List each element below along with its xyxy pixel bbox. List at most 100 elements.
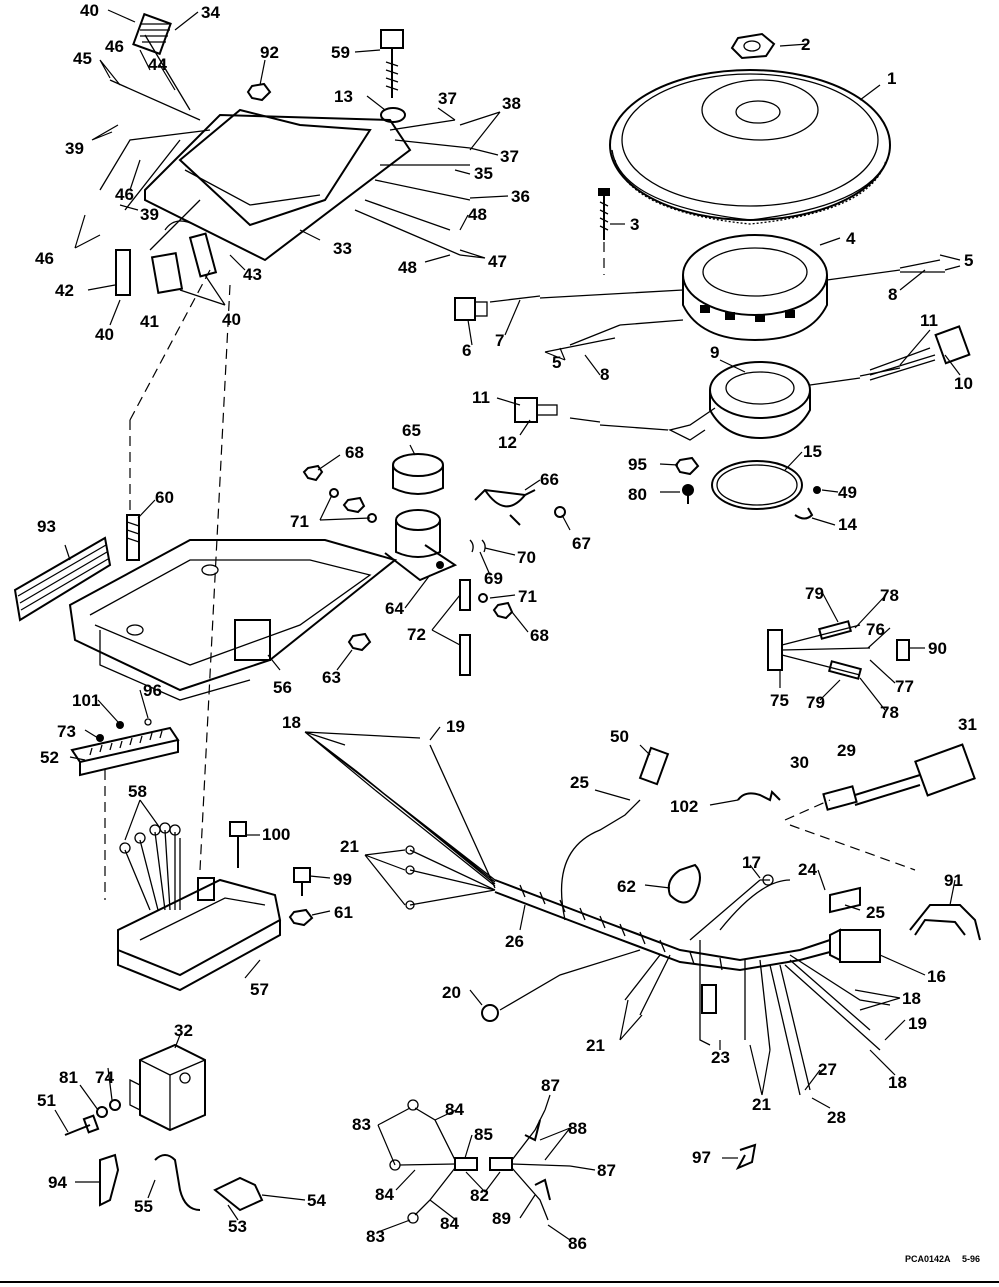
callout: 101 — [72, 691, 100, 710]
callout: 31 — [958, 715, 977, 734]
callout: 86 — [568, 1234, 587, 1253]
callout: 48 — [468, 205, 487, 224]
callout: 95 — [628, 455, 647, 474]
callout: 24 — [798, 860, 817, 879]
callout: 11 — [920, 311, 938, 330]
callout: 78 — [880, 586, 899, 605]
callout: 39 — [140, 205, 159, 224]
callout: 5 — [552, 353, 561, 372]
callout: 39 — [65, 139, 84, 158]
switch-box — [99, 34, 471, 262]
callout: 76 — [866, 620, 885, 639]
callout: 80 — [628, 485, 647, 504]
callout: 27 — [818, 1060, 837, 1079]
callout: 84 — [440, 1214, 459, 1233]
clip — [735, 1143, 757, 1171]
callout: 1 — [887, 69, 896, 88]
flywheel — [609, 69, 891, 225]
retaining-ring — [711, 460, 803, 510]
timer-base — [569, 361, 901, 441]
jumper-harness — [389, 1099, 571, 1224]
callout: 28 — [827, 1108, 846, 1127]
alignment-line — [199, 284, 231, 871]
harness-bracket — [909, 904, 981, 941]
nut — [246, 82, 272, 102]
callout: 37 — [438, 89, 457, 108]
callout: 64 — [385, 599, 404, 618]
callout: 96 — [143, 681, 162, 700]
callout: 102 — [670, 797, 698, 816]
wire-clip — [737, 790, 781, 802]
callout: 17 — [742, 853, 761, 872]
callout: 2 — [801, 35, 810, 54]
callout: 87 — [541, 1076, 560, 1095]
connector-housing — [767, 620, 910, 680]
callout: 19 — [908, 1014, 927, 1033]
callout: 25 — [570, 773, 589, 792]
callout: 89 — [492, 1209, 511, 1228]
callout: 38 — [502, 94, 521, 113]
callout: 77 — [895, 677, 914, 696]
callout: 23 — [711, 1048, 730, 1067]
callout: 60 — [155, 488, 174, 507]
callout: 52 — [40, 748, 59, 767]
callout: 48 — [398, 258, 417, 277]
callout: 68 — [345, 443, 364, 462]
spark-plug-boot — [132, 12, 172, 56]
callout: 5 — [964, 251, 973, 270]
callout: 43 — [243, 265, 262, 284]
timer-plug — [514, 397, 558, 423]
callout: 42 — [55, 281, 74, 300]
coil-accessories — [99, 1153, 264, 1212]
stator-screw — [598, 188, 610, 275]
callout: 81 — [59, 1068, 78, 1087]
callout: 71 — [290, 512, 309, 531]
callout: 82 — [470, 1186, 489, 1205]
callout: 99 — [333, 870, 352, 889]
callout: 79 — [806, 693, 825, 712]
starter-solenoid — [384, 509, 458, 582]
callout: 97 — [692, 1148, 711, 1167]
callout: 58 — [128, 782, 147, 801]
callout: 21 — [586, 1036, 605, 1055]
callout: 69 — [484, 569, 503, 588]
callout: 59 — [331, 43, 350, 62]
stud — [126, 514, 140, 561]
callout: 83 — [366, 1227, 385, 1246]
callout: 94 — [48, 1173, 67, 1192]
callout: 40 — [222, 310, 241, 329]
callout: 71 — [518, 587, 537, 606]
callout: 26 — [505, 932, 524, 951]
flywheel-nut — [730, 32, 776, 60]
callout: 29 — [837, 741, 856, 760]
figure-date: 5-96 — [962, 1254, 980, 1264]
callout: 35 — [474, 164, 493, 183]
harness-connector — [638, 746, 670, 786]
callout: 37 — [500, 147, 519, 166]
callout: 32 — [174, 1021, 193, 1040]
callout: 57 — [250, 980, 269, 999]
callout: 46 — [115, 185, 134, 204]
power-pack — [117, 822, 282, 992]
callout: 9 — [710, 343, 719, 362]
callout: 10 — [954, 374, 973, 393]
stator-leads-lower — [544, 337, 616, 353]
callout: 83 — [352, 1115, 371, 1134]
pack-hardware — [288, 867, 314, 927]
stator-connector — [454, 297, 488, 321]
solenoid-cap — [392, 453, 444, 495]
callout: 74 — [95, 1068, 114, 1087]
callout: 85 — [474, 1125, 493, 1144]
callout: 8 — [600, 365, 609, 384]
terminal-block — [70, 718, 180, 777]
callout: 46 — [35, 249, 54, 268]
switch-box-connectors — [115, 220, 218, 296]
callout: 19 — [446, 717, 465, 736]
callout: 20 — [442, 983, 461, 1002]
callout: 45 — [73, 49, 92, 68]
ignition-coil — [129, 1043, 206, 1132]
callout: 51 — [37, 1091, 56, 1110]
callout: 47 — [488, 252, 507, 271]
callout: 7 — [495, 331, 504, 350]
